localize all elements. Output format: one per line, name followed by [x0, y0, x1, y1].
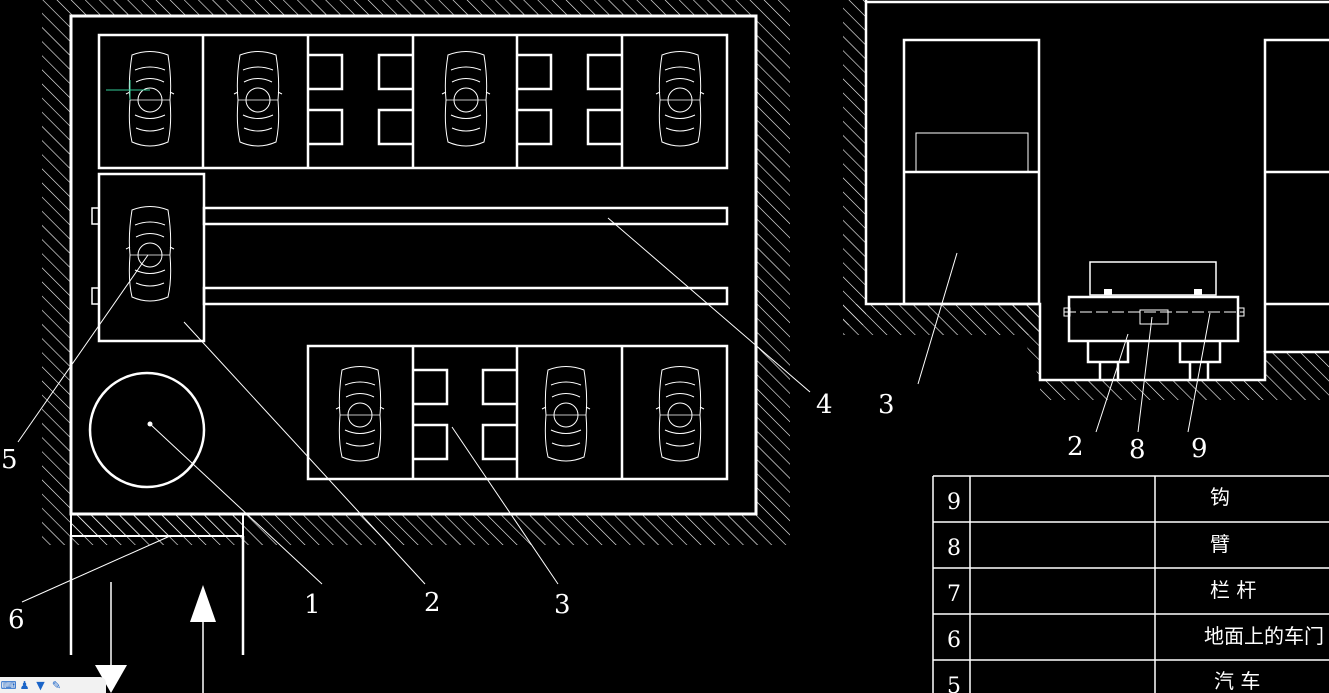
parts-table: 9 8 7 6 5 钩 臂 栏 杆 地面上的车门 汽 车 [932, 475, 1329, 693]
ime-toolbar: ⌨ ♟ ▼ ✎ [0, 677, 106, 693]
wrench-icon[interactable]: ✎ [51, 678, 62, 692]
carrier [1063, 261, 1245, 380]
row-no: 8 [947, 536, 961, 561]
callout-section-8: 8 [1129, 435, 1146, 465]
callout-6: 6 [8, 605, 25, 635]
parking-row-top [97, 33, 729, 170]
callout-section-3: 3 [878, 390, 895, 420]
keyboard-icon[interactable]: ⌨ [0, 678, 17, 692]
row-no: 9 [947, 490, 961, 515]
turntable [88, 371, 206, 489]
entrance [69, 513, 245, 693]
callout-4: 4 [816, 390, 833, 420]
arrow-up-icon [190, 585, 216, 622]
callout-section-9: 9 [1191, 434, 1208, 464]
cursor-crosshair [106, 80, 150, 100]
leader-lines-plan [17, 217, 811, 603]
rail-upper [202, 206, 729, 226]
ground-door [70, 513, 244, 537]
storage-rack-right [1263, 38, 1329, 352]
callout-2: 2 [424, 588, 441, 618]
lift-platform [91, 172, 729, 343]
rail-lower [202, 286, 729, 306]
row-name: 地面上的车门 [1204, 624, 1324, 648]
row-name: 钩 [1210, 485, 1230, 509]
user-icon[interactable]: ♟ [19, 678, 30, 692]
callout-5: 5 [1, 445, 18, 475]
arrow-down-icon [95, 665, 127, 693]
section-view: 3 2 8 9 [843, 0, 1329, 465]
callout-1: 1 [304, 590, 321, 620]
parking-row-bottom [306, 344, 729, 481]
shirt-icon[interactable]: ▼ [36, 678, 45, 692]
callout-section-2: 2 [1067, 432, 1084, 462]
callout-3: 3 [554, 590, 571, 620]
row-name: 栏 杆 [1210, 578, 1256, 602]
row-name: 汽 车 [1214, 669, 1260, 693]
hooks [1098, 362, 1210, 380]
row-name: 臂 [1210, 532, 1230, 556]
row-no: 7 [947, 582, 961, 607]
arm [1139, 309, 1169, 325]
leader-lines-section [917, 252, 1211, 433]
row-no: 6 [947, 628, 961, 653]
row-no: 5 [947, 674, 961, 693]
plan-view: 1 2 3 4 5 6 [1, 0, 833, 693]
